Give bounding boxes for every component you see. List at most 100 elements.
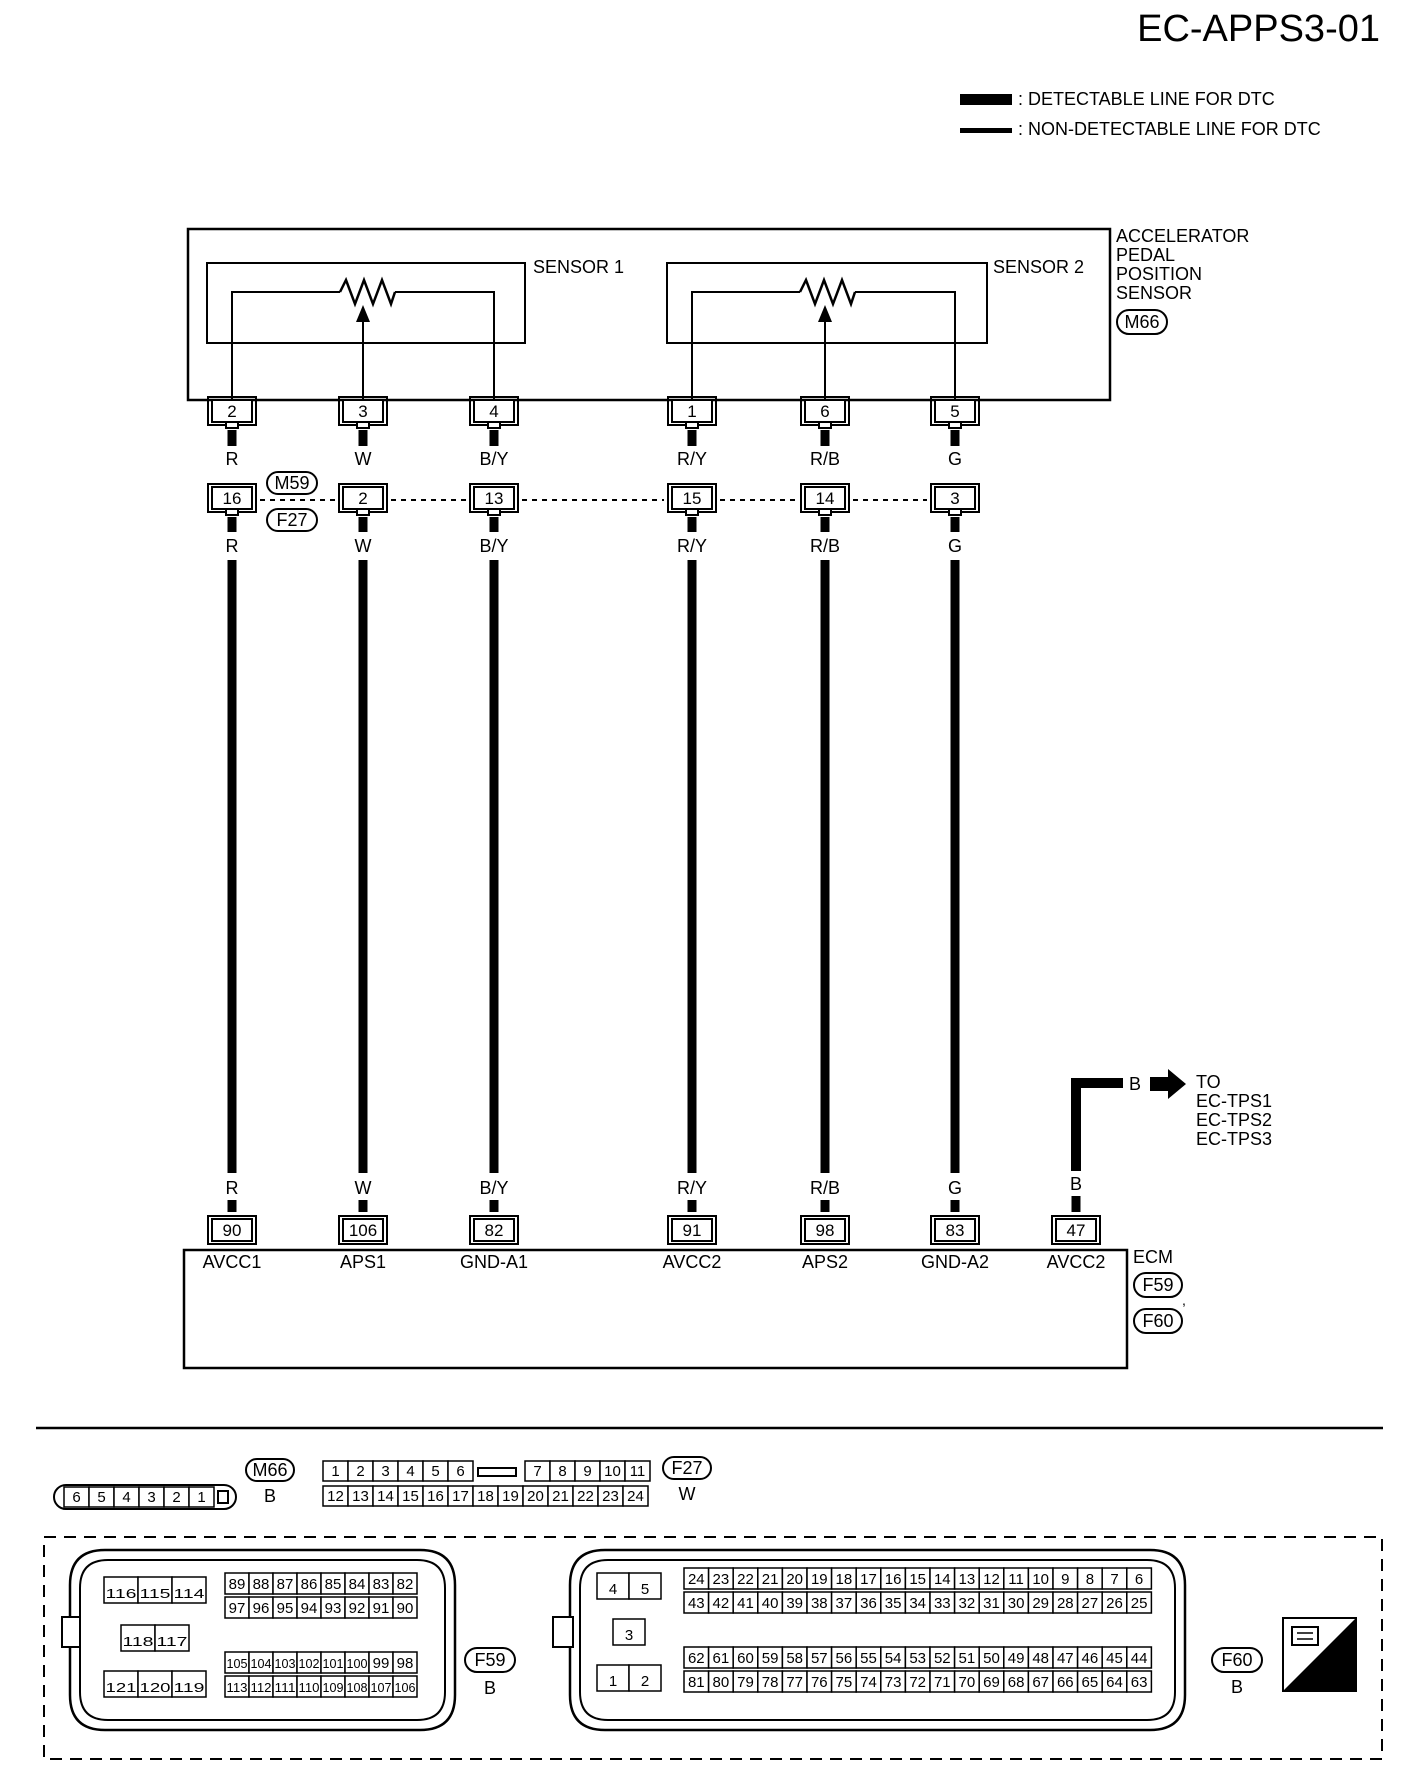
pin-cell [628,1572,662,1600]
wire-color-top: W [355,449,372,469]
pin-number: 24 [688,1571,705,1588]
ecm-pin: 83 [946,1221,965,1240]
pin-number: 17 [860,1571,877,1588]
pin-number: 70 [959,1674,976,1691]
sensor-1-label: SENSOR 1 [533,257,624,277]
joint-connector-m59: M59 [274,473,309,493]
f59-housing-inner [79,1559,446,1721]
pin-number: 89 [229,1576,246,1593]
non-detectable-legend-label: : NON-DETECTABLE LINE FOR DTC [1018,119,1321,139]
sensor-pin-tab [225,421,239,429]
pin-number: 76 [811,1674,828,1691]
pin-number: 37 [836,1595,853,1612]
m66-lock-tab [217,1490,229,1504]
wire-color-bottom: R/Y [677,1178,707,1198]
ecm-pin-frame [207,1215,257,1245]
sensor-1-resistor [338,276,397,308]
ecm-pin-box [211,1218,253,1242]
pin-number: 13 [352,1488,369,1505]
pin-number: 43 [688,1595,705,1612]
pin-number: 11 [1008,1571,1024,1588]
pin-number: 110 [299,1680,320,1695]
sensor-pin: 5 [950,402,959,421]
ecm-terminal-label: APS2 [802,1252,848,1272]
pin-number: 121 [106,1680,137,1695]
sensor-pin-tab [487,421,501,429]
wire-color-mid: R/B [810,536,840,556]
wire-color-bottom: G [948,1178,962,1198]
pin-number: 12 [983,1571,1000,1588]
pin-cell [1126,1670,1153,1693]
pin-number: 17 [452,1488,469,1505]
ecm-terminal-label: AVCC1 [203,1252,262,1272]
joint-pin: 16 [223,489,242,508]
pin-cell [171,1670,207,1698]
pin-number: 108 [347,1680,368,1695]
wire-color-bottom: W [355,1178,372,1198]
wire-color-top: R/B [810,449,840,469]
pin-number: 25 [1131,1595,1148,1612]
pin-number: 24 [627,1488,644,1505]
pin-number: 55 [860,1650,877,1667]
pin-number: 92 [349,1600,366,1617]
pin-number: 58 [786,1650,803,1667]
wire-color-top: R [226,449,239,469]
ecm-terminal-label: GND-A2 [921,1252,989,1272]
pin-number: 61 [713,1650,730,1667]
pin-number: 3 [147,1489,155,1506]
pin-number: 44 [1131,1650,1148,1667]
to-reference-line: TO [1196,1072,1221,1092]
joint-pin-tab [685,508,699,516]
sensor-2-wire-right [855,291,956,400]
pin-number: 38 [811,1595,828,1612]
pin-number: 34 [909,1595,926,1612]
pin-number: 98 [397,1655,414,1672]
pin-cell [171,1576,207,1604]
pin-number: 111 [275,1680,296,1695]
ecm-pin-extra-box [1055,1218,1097,1242]
sensor-pin-tab [356,421,370,429]
pin-number: 106 [395,1680,416,1695]
joint-pin-tab [356,508,370,516]
sensor-name-line: ACCELERATOR [1116,226,1249,246]
pin-number: 14 [377,1488,394,1505]
pin-number: 102 [299,1656,320,1671]
pin-number: 107 [371,1680,392,1695]
ecm-pin-extra: 47 [1067,1221,1086,1240]
pin-number: 116 [106,1586,137,1601]
pin-number: 90 [397,1600,414,1617]
pin-cell [137,1670,173,1698]
ecm-pin-frame [667,1215,717,1245]
f59-view-id-outline [464,1647,516,1673]
f60-lock-tab [552,1616,574,1648]
sensor-1-wire-right [395,291,495,400]
pin-number: 42 [713,1595,730,1612]
ecm-pin: 82 [485,1221,504,1240]
sensor-2-wiper-arrow [818,305,832,322]
pin-number: 71 [934,1674,951,1691]
accelerator-pedal-sensor-body [186,227,1112,402]
sensor-1-wiper-arrow [356,305,370,322]
pin-number: 21 [552,1488,569,1505]
pin-number: 5 [97,1489,105,1506]
pin-number: 91 [373,1600,390,1617]
pin-number: 16 [427,1488,444,1505]
joint-connector-f27: F27 [276,510,307,530]
pin-cell [137,1576,173,1604]
pin-number: 60 [737,1650,754,1667]
pin-number: 72 [909,1674,926,1691]
sensor-1-frame [206,262,526,344]
pin-number: 65 [1082,1674,1099,1691]
pin-cell [392,1596,418,1619]
wire-color-top: G [948,449,962,469]
f27-view-color: W [679,1484,696,1504]
pin-number: 87 [277,1576,294,1593]
joint-pin-tab [487,508,501,516]
pin-number: 117 [157,1634,188,1649]
wire-color-mid: R/Y [677,536,707,556]
pin-number: 2 [356,1463,364,1480]
wire-color-top: R/Y [677,449,707,469]
f60-view-id-outline [1211,1647,1263,1673]
sensor-pin: 3 [358,402,367,421]
ecm-pin-box [934,1218,976,1242]
